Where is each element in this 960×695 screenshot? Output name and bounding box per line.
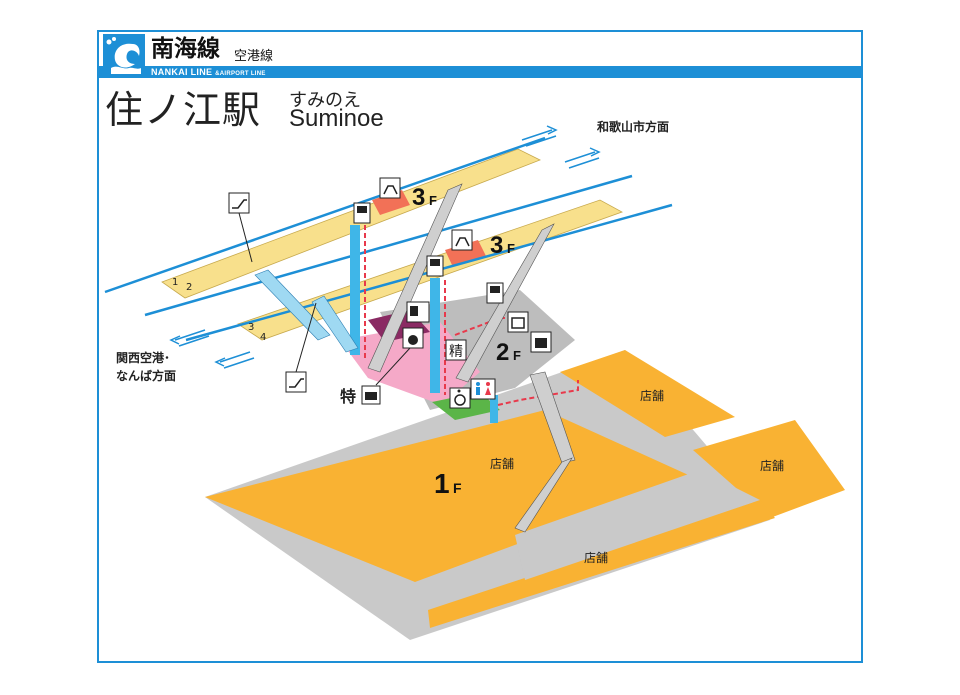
luggage-icon — [507, 311, 529, 333]
elevator-icon — [426, 255, 444, 277]
floor-label-1f: 1 F — [434, 468, 462, 499]
floor-number: 1 — [434, 468, 450, 499]
floor-label-3f-b: 3 F — [490, 232, 515, 259]
floor-suffix: F — [429, 193, 437, 208]
shop-label: 店舗 — [490, 457, 514, 471]
leader-line — [375, 347, 411, 386]
leader-line — [238, 212, 253, 263]
track-number: 4 — [260, 332, 266, 343]
floor-label-2f: 2 F — [496, 339, 521, 366]
direction-north: 和歌山市方面 — [596, 119, 669, 134]
waiting-room-icon — [451, 229, 473, 251]
line-name-jp: 空港線 — [234, 49, 274, 64]
fare-adjustment-label: 精 — [449, 344, 463, 360]
header-bar — [99, 66, 861, 78]
elevator-icon — [486, 282, 504, 304]
station-name-jp: 住ノ江駅 — [105, 88, 262, 132]
direction-south-line1: 関西空港･ — [116, 350, 170, 365]
map-frame: 南海線 空港線 NANKAI LINE &AIRPORT LINE 住ノ江駅 す… — [97, 30, 863, 663]
elevator-shaft — [350, 225, 360, 355]
track-line — [104, 136, 546, 294]
floor-number: 3 — [412, 184, 425, 211]
floor-suffix: F — [507, 241, 515, 256]
elevator-shaft — [490, 395, 498, 423]
ground-shop-right — [693, 420, 845, 518]
waiting-room-icon — [379, 177, 401, 199]
floor-suffix: F — [453, 480, 462, 496]
platform-3-4-waiting — [445, 240, 486, 265]
coin-locker-icon — [402, 327, 424, 349]
arrow-south-2-icon — [214, 351, 255, 369]
restroom-icon — [470, 378, 496, 400]
company-name-en: NANKAI LINE &AIRPORT LINE — [151, 67, 266, 77]
shop-label: 店舗 — [640, 389, 664, 403]
arrow-south-1-icon — [169, 329, 210, 347]
arrow-north-1-icon — [521, 125, 558, 147]
floor-number: 2 — [496, 339, 509, 366]
escalator-icon — [285, 371, 307, 393]
floor-suffix: F — [513, 348, 521, 363]
wheelchair-icon — [449, 387, 471, 409]
escalator — [254, 269, 359, 353]
station-name-kana: すみのえ — [289, 90, 361, 111]
escalator-icon — [228, 192, 250, 214]
floor-number: 3 — [490, 232, 503, 259]
shop-label: 店舗 — [584, 551, 608, 565]
ground-shop-right-top — [560, 350, 735, 437]
ground-walkway-strip — [515, 470, 760, 580]
track-number: 2 — [186, 282, 192, 293]
track-number: 1 — [172, 277, 178, 288]
arrow-north-2-icon — [564, 147, 601, 169]
leader-line — [295, 302, 317, 373]
express-ticket-label: 特 — [340, 387, 356, 406]
fare-adjustment-icon: 精 — [445, 339, 467, 361]
shop-kiosk-icon — [530, 331, 552, 353]
nankai-logo-icon — [103, 34, 145, 76]
ground-shop-bottom — [428, 500, 775, 628]
company-name-jp: 南海線 — [151, 36, 220, 62]
station-name-roman: Suminoe — [289, 105, 384, 132]
floor-label-3f-a: 3 F — [412, 184, 437, 211]
express-ticket-icon: 特 — [340, 385, 381, 406]
track-number: 3 — [248, 322, 254, 333]
elevator-icon — [353, 202, 371, 224]
track-line — [144, 174, 633, 317]
stairs — [367, 183, 576, 533]
shop-label: 店舗 — [760, 459, 784, 473]
elevator-shaft — [430, 278, 440, 393]
ticket-machine-icon — [406, 301, 430, 323]
direction-south-line2: なんば方面 — [116, 368, 176, 383]
